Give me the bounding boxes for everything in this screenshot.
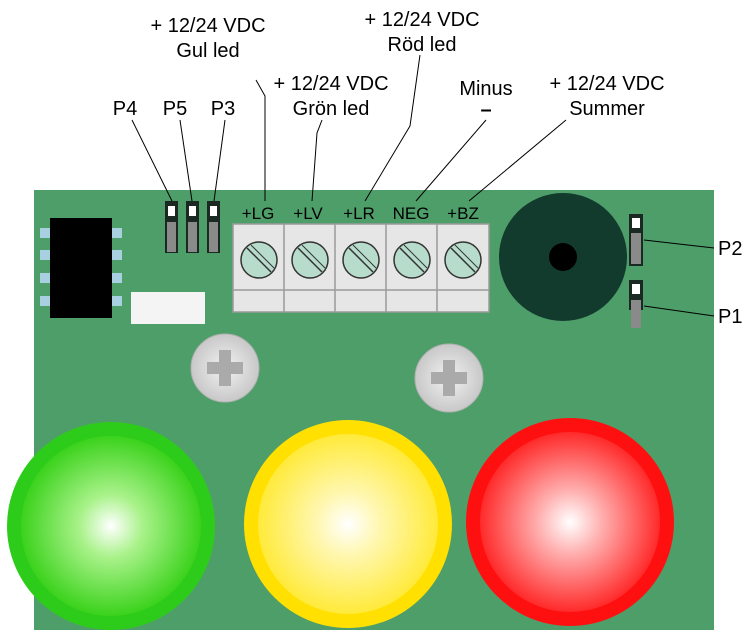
jumper-p5[interactable] [186, 201, 199, 253]
p4-label: P4 [113, 98, 137, 120]
ic-chip [40, 218, 122, 318]
p3-label: P3 [211, 98, 235, 120]
label-patch [131, 292, 205, 324]
leader-p2 [643, 239, 715, 249]
summer-name-label: Summer [569, 98, 645, 120]
led-green [7, 422, 215, 630]
mounting-screw-left [190, 333, 260, 403]
led-red [466, 418, 674, 626]
jumper-p4[interactable] [165, 201, 178, 253]
leader-p5 [179, 119, 193, 202]
leader-summer [468, 119, 567, 202]
leader-p3 [213, 119, 226, 202]
buzzer [499, 193, 627, 321]
leader-minus [415, 119, 487, 202]
rod-supply-label: + 12/24 VDC [364, 9, 479, 31]
terminal-screw-1 [240, 241, 278, 279]
terminal-label-lv: +LV [293, 204, 323, 223]
terminal-screw-2 [291, 241, 329, 279]
leader-lines [131, 54, 715, 317]
leader-p1 [643, 305, 715, 317]
minus-label: Minus [459, 78, 512, 100]
terminal-label-lg: +LG [242, 204, 275, 223]
p5-label: P5 [163, 98, 187, 120]
gul-supply-label: + 12/24 VDC [150, 15, 265, 37]
leader-rod [364, 54, 421, 202]
terminal-screw-5 [444, 241, 482, 279]
terminal-screw-3 [342, 241, 380, 279]
leader-gul [255, 79, 266, 201]
p1-label: P1 [718, 306, 742, 328]
leader-p4 [131, 119, 173, 202]
led-yellow [244, 420, 452, 628]
gron-name-label: Grön led [293, 98, 370, 120]
jumper-p1[interactable] [629, 280, 643, 328]
summer-supply-label: + 12/24 VDC [549, 73, 664, 95]
terminal-screw-4 [393, 241, 431, 279]
mounting-screw-right [414, 343, 484, 413]
leader-gron [311, 119, 323, 202]
terminal-label-neg: NEG [393, 204, 430, 223]
minus-symbol: – [480, 99, 491, 121]
terminal-label-lr: +LR [343, 204, 375, 223]
jumper-p2[interactable] [629, 214, 643, 266]
jumper-p3[interactable] [207, 201, 220, 253]
gron-supply-label: + 12/24 VDC [273, 73, 388, 95]
rod-name-label: Röd led [388, 34, 457, 56]
p2-label: P2 [718, 238, 742, 260]
terminal-label-bz: +BZ [447, 204, 479, 223]
gul-name-label: Gul led [176, 40, 239, 62]
